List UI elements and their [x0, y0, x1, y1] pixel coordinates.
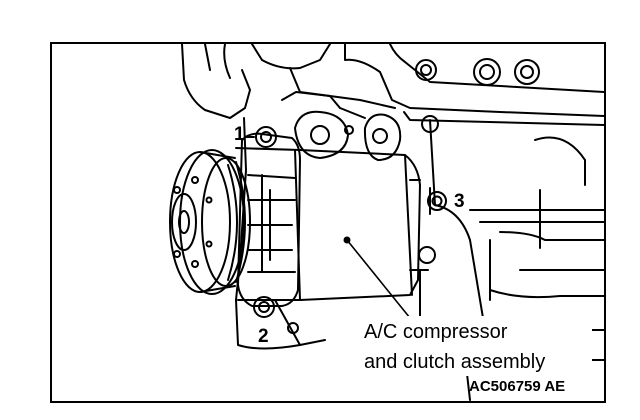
- clutch-pulley: [169, 149, 251, 295]
- engine-block: [344, 44, 604, 401]
- caption-line-2: and clutch assembly: [364, 351, 545, 373]
- callout-bolt-2: 2: [258, 326, 269, 347]
- callout-bolt-3: 3: [454, 191, 465, 212]
- bolt-1-icon: [245, 126, 277, 148]
- callout-bolt-1: 1: [234, 124, 245, 145]
- caption-line-1: A/C compressor: [364, 321, 508, 343]
- figure-code: AC506759 AE: [469, 378, 565, 395]
- bolt-3-icon: [427, 187, 447, 215]
- caption-leader: [346, 239, 411, 319]
- bolt-2-icon: [253, 296, 275, 318]
